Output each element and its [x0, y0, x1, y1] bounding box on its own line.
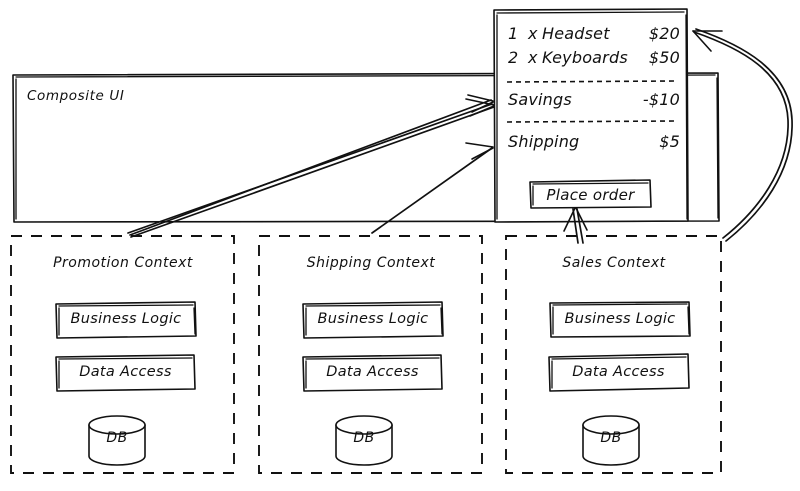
- shipping-context-title: Shipping Context: [306, 255, 436, 271]
- promotion-db-cylinder: [88, 415, 146, 466]
- cart-item-0-amount: $20: [648, 24, 680, 43]
- sales-business-logic-label: Business Logic: [564, 311, 676, 327]
- arrow-sales-to-place-order: [563, 207, 588, 244]
- sales-context-frame: [505, 235, 722, 474]
- cart-item-1-amount: $50: [648, 48, 680, 67]
- shipping-business-logic-frame: [302, 301, 444, 339]
- cart-shipping-label: Shipping: [508, 132, 580, 151]
- cart-item-0-multiplier: x: [528, 24, 538, 43]
- shipping-data-access-frame: [302, 354, 443, 392]
- promotion-context-title: Promotion Context: [53, 255, 193, 271]
- shipping-db-label: DB: [353, 430, 375, 446]
- sales-data-access-label: Data Access: [572, 364, 665, 380]
- arrow-sales-to-cart-items: [692, 28, 793, 242]
- shipping-business-logic-label: Business Logic: [317, 311, 429, 327]
- cart-item-1-multiplier: x: [528, 48, 538, 67]
- cart-panel-frame: [493, 8, 689, 223]
- promotion-business-logic-frame: [55, 301, 197, 339]
- shipping-db-cylinder: [335, 415, 393, 466]
- place-order-button-label[interactable]: Place order: [546, 186, 635, 204]
- promotion-context-frame: [10, 235, 235, 474]
- promotion-data-access-label: Data Access: [79, 364, 172, 380]
- sales-db-cylinder: [582, 415, 640, 466]
- composite-ui-label: Composite UI: [27, 88, 125, 104]
- shipping-data-access-label: Data Access: [326, 364, 419, 380]
- sales-business-logic-frame: [549, 301, 691, 338]
- cart-savings-label: Savings: [508, 90, 572, 109]
- sales-db-label: DB: [600, 430, 622, 446]
- sales-data-access-frame: [548, 353, 690, 392]
- cart-item-0-name: Headset: [542, 24, 610, 43]
- cart-savings-amount: -$10: [642, 90, 680, 109]
- cart-shipping-amount: $5: [659, 132, 680, 151]
- sales-context-title: Sales Context: [562, 255, 666, 271]
- cart-item-1-name: Keyboards: [542, 48, 628, 67]
- promotion-business-logic-label: Business Logic: [70, 311, 182, 327]
- promotion-data-access-frame: [55, 354, 196, 392]
- place-order-button-frame: [529, 179, 652, 209]
- promotion-db-label: DB: [106, 430, 128, 446]
- arrow-promotion-to-cart-secondary: [129, 94, 494, 236]
- cart-item-0-qty: 1: [508, 24, 519, 43]
- arrow-shipping-to-shipping-row: [371, 142, 494, 234]
- shipping-context-frame: [258, 235, 483, 474]
- cart-item-1-qty: 2: [508, 48, 519, 67]
